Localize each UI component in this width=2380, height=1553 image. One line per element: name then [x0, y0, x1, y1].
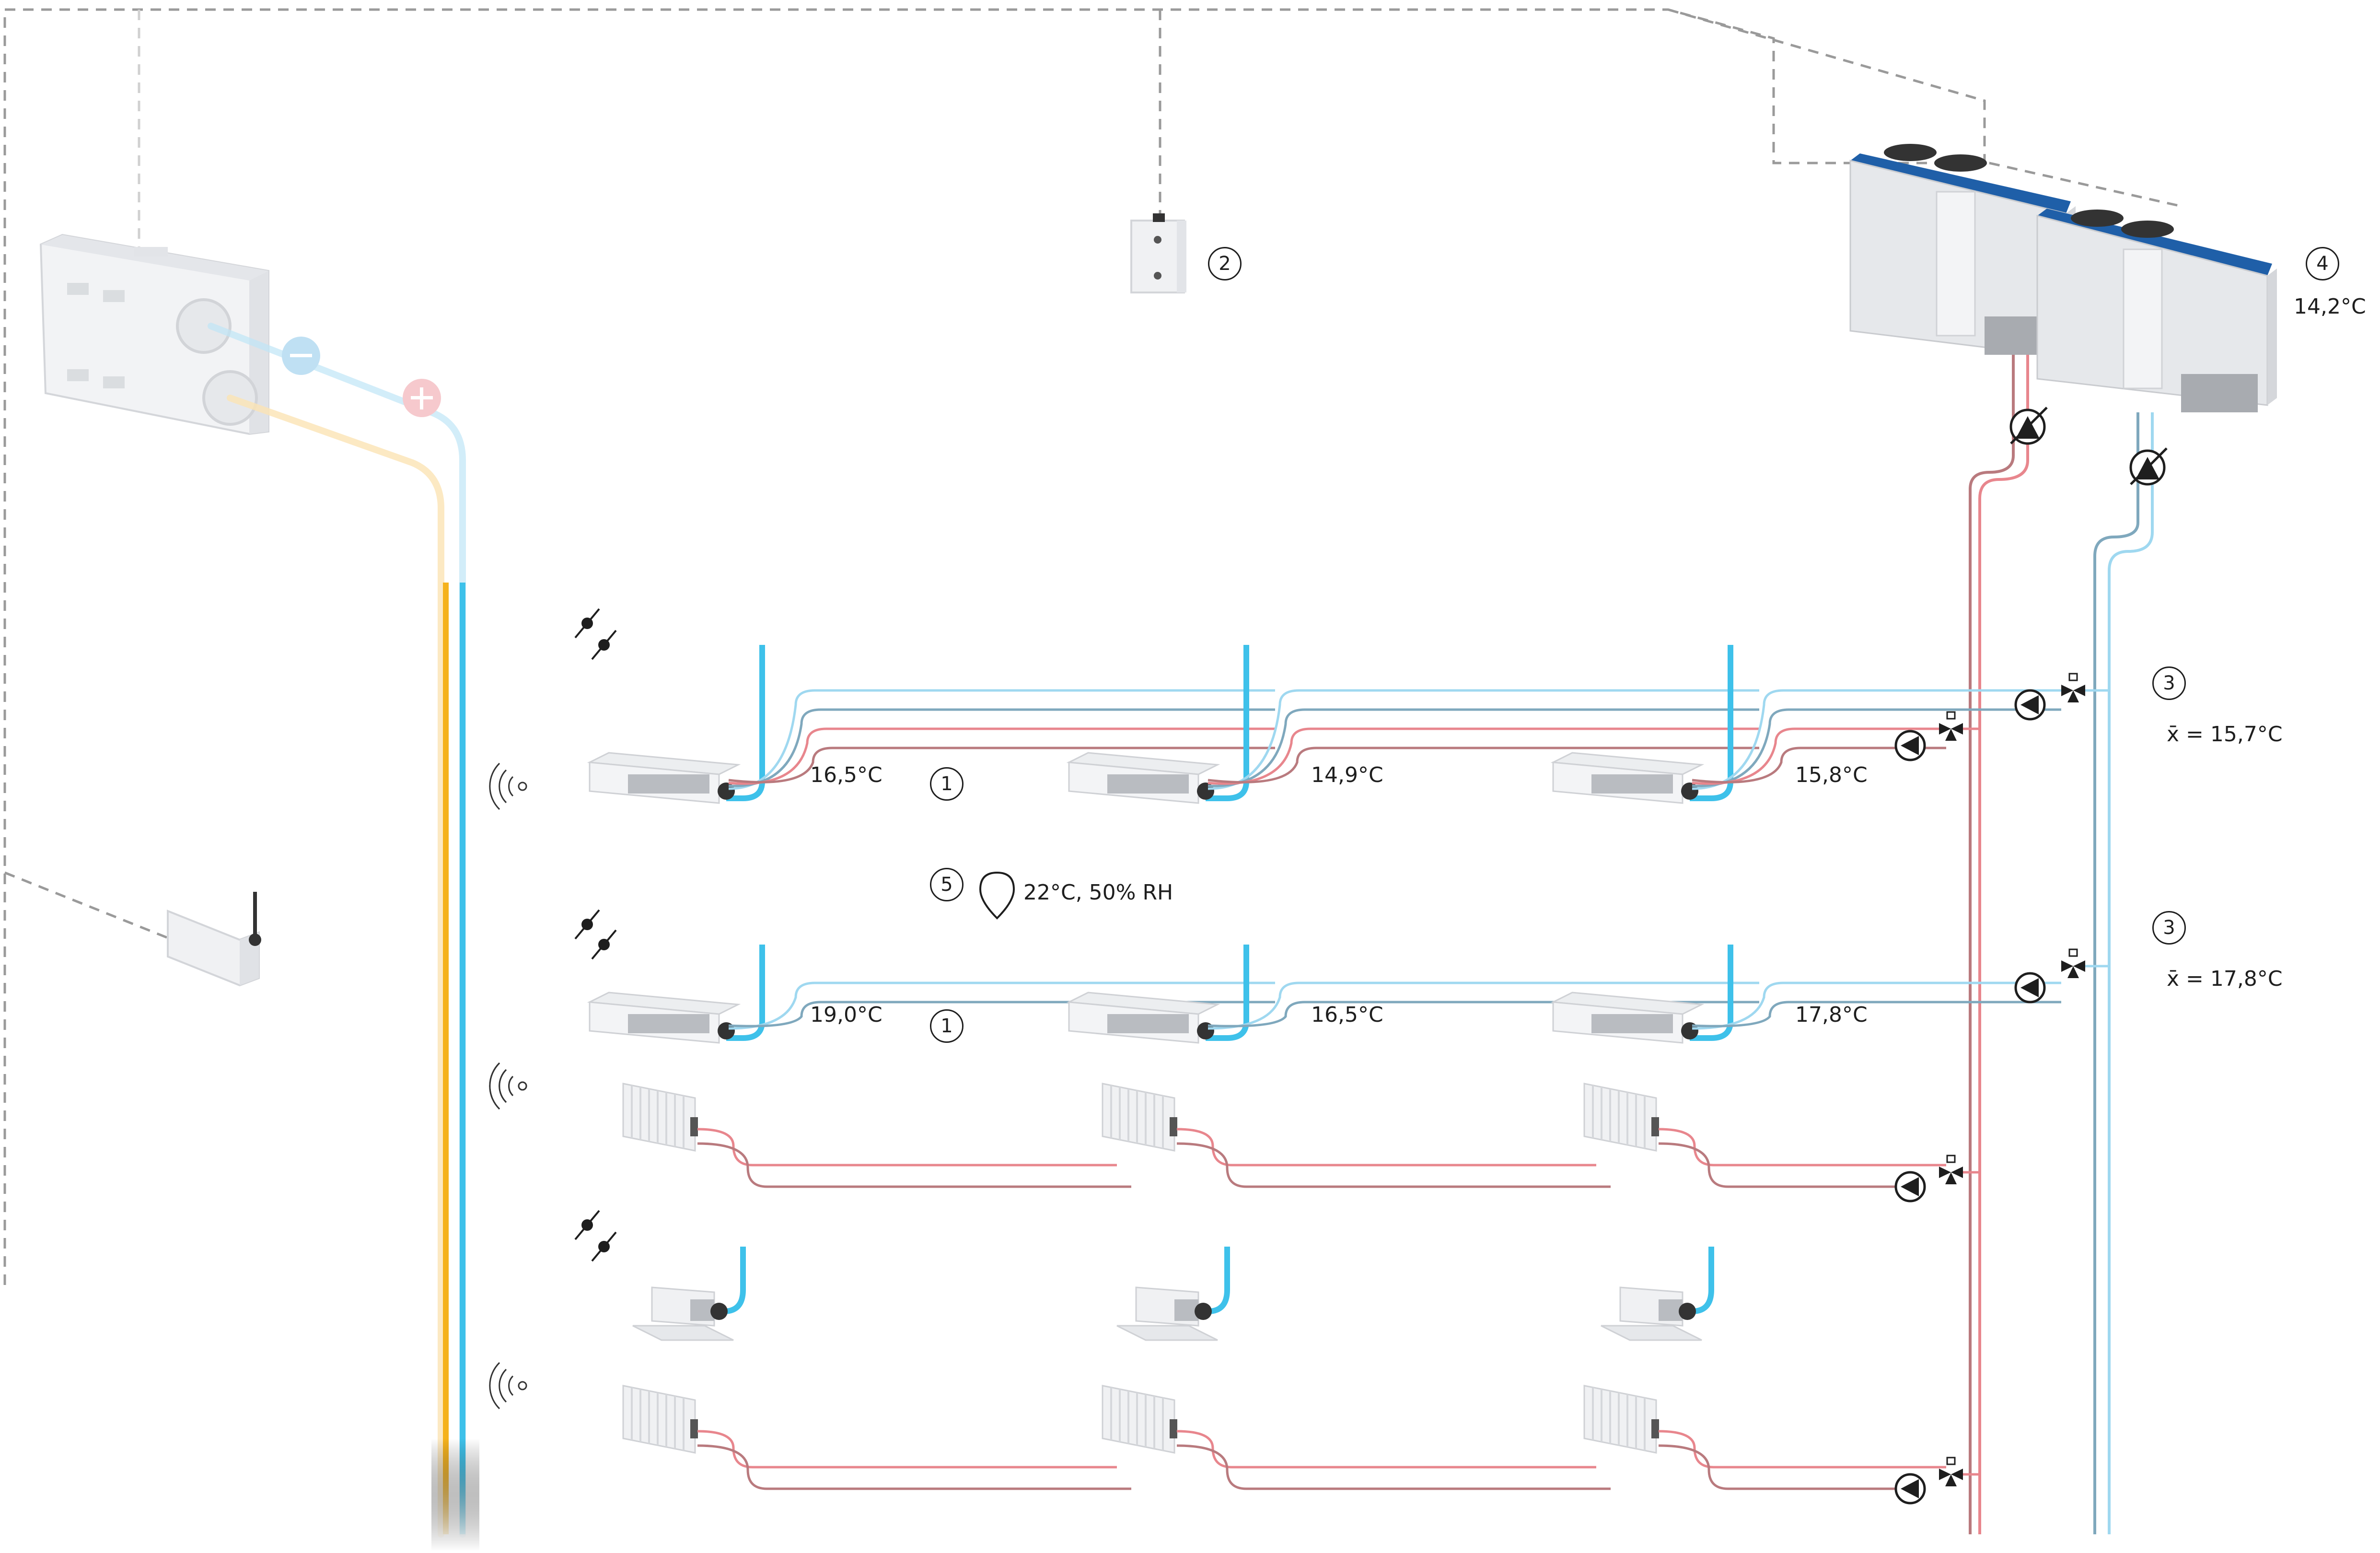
- cassette-unit: [1601, 1286, 1702, 1341]
- mixing-station: [1894, 1155, 1980, 1203]
- radiator-unit: [622, 1083, 698, 1152]
- three-way-valve-icon: [1939, 1155, 1963, 1184]
- three-way-valve-icon: [1939, 1457, 1963, 1486]
- pump-icon: [2014, 689, 2046, 721]
- badge-mixing-2: 3: [2152, 911, 2186, 945]
- cassette-row: [632, 1247, 1714, 1341]
- avg-temp-2: x̄ = 17,8°C: [2167, 967, 2283, 991]
- pin-icon: [979, 871, 1015, 920]
- ahu-ducts: [208, 323, 466, 1538]
- chillers: [1849, 144, 2277, 412]
- fancoil-unit: [1550, 992, 1705, 1044]
- chiller-1: [1849, 144, 2076, 358]
- sensor-reading: 22°C, 50% RH: [1023, 880, 1173, 905]
- cassette-unit: [1116, 1286, 1218, 1341]
- chiller-pumps: [2009, 407, 2168, 486]
- radiator-unit: [1583, 1083, 1659, 1152]
- pump-icon: [1894, 1473, 1926, 1505]
- fancoil-unit: [1066, 752, 1220, 804]
- fancoil-unit: [1550, 752, 1705, 804]
- fancoil-temp-r2c: 17,8°C: [1795, 1003, 1868, 1027]
- chiller-2: [2036, 209, 2277, 412]
- fancoil-temp-r1b: 14,9°C: [1311, 763, 1383, 787]
- pump-icon: [1894, 1171, 1926, 1203]
- radiator-row-1: [489, 1062, 1946, 1188]
- three-way-valve-icon: [1939, 711, 1963, 741]
- radiator-unit: [1102, 1385, 1177, 1454]
- pump-icon: [1894, 730, 1926, 761]
- mixing-station: [1894, 711, 1980, 761]
- wireless-icon: [489, 1362, 527, 1410]
- cassette-unit: [632, 1286, 734, 1341]
- three-way-valve-icon: [2061, 948, 2085, 978]
- mixing-station: [2014, 948, 2109, 1004]
- badge-fancoil-1b: 1: [930, 1009, 964, 1043]
- three-way-valve-icon: [2061, 673, 2085, 702]
- badge-chiller: 4: [2306, 247, 2339, 280]
- radiator-unit: [1583, 1385, 1659, 1454]
- wireless-icon: [489, 1062, 527, 1110]
- fancoil-row-2: [489, 945, 2061, 1110]
- fancoil-row-1: [489, 645, 2061, 810]
- control-lines: [3, 8, 2182, 1285]
- floor-2: [446, 909, 1956, 960]
- fancoil-temp-r1c: 15,8°C: [1795, 763, 1868, 787]
- radiator-unit: [1102, 1083, 1177, 1152]
- wireless-icon: [489, 1062, 527, 1110]
- badge-controller: 2: [1208, 247, 1242, 280]
- floor-distribution: [446, 608, 2061, 1490]
- mixing-station: [1894, 1457, 1980, 1505]
- fancoil-temp-r1a: 16,5°C: [810, 763, 882, 787]
- fancoil-unit: [587, 992, 741, 1044]
- risers: [1969, 355, 2154, 1534]
- floor-3: [446, 1210, 1956, 1262]
- fancoil-unit: [1066, 992, 1220, 1044]
- main-headers: [431, 583, 479, 1551]
- chiller-temp: 14,2°C: [2294, 294, 2366, 319]
- fancoil-unit: [587, 752, 741, 804]
- badge-mixing-1: 3: [2152, 666, 2186, 700]
- badge-fancoil-1a: 1: [930, 767, 964, 801]
- ahu-unit: [39, 234, 269, 435]
- pump-icon: [2014, 972, 2046, 1004]
- mixing-groups: [979, 673, 2109, 1505]
- wireless-icon: [489, 762, 527, 810]
- radiator-unit: [622, 1385, 698, 1454]
- mixing-station: [2014, 673, 2109, 721]
- controller-box: [1130, 213, 1186, 293]
- gateway-box: [167, 892, 261, 987]
- radiator-row-2: [489, 1362, 1946, 1490]
- floor-1: [446, 608, 1956, 660]
- fancoil-temp-r2b: 16,5°C: [1311, 1003, 1383, 1027]
- avg-temp-1: x̄ = 15,7°C: [2167, 722, 2283, 747]
- fancoil-temp-r2a: 19,0°C: [810, 1003, 882, 1027]
- badge-sensor: 5: [930, 868, 964, 901]
